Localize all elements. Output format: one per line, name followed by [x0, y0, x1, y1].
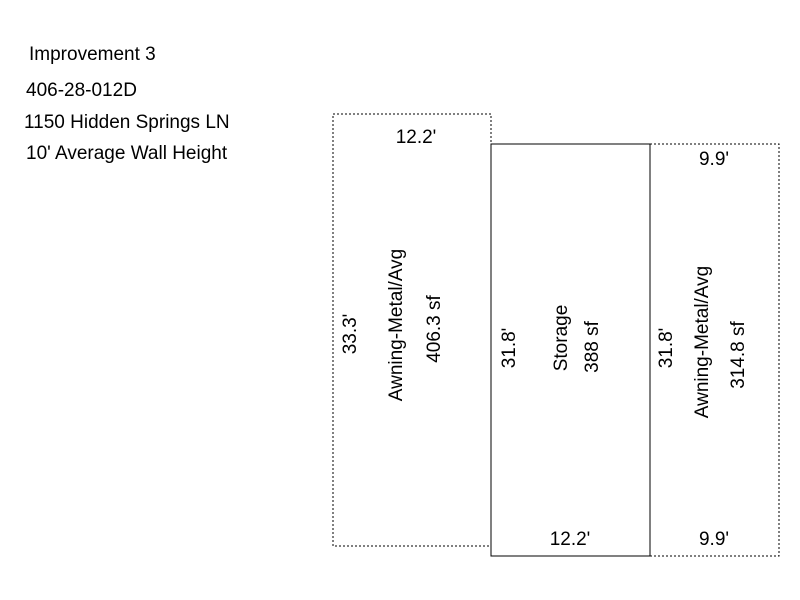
awning-right-bottom-dimension: 9.9' — [699, 529, 729, 550]
awning-right-area-value: 314.8 sf — [728, 320, 749, 388]
storage-bottom-dimension: 12.2' — [550, 529, 591, 550]
awning-right-top-dimension: 9.9' — [699, 149, 729, 170]
parcel-id: 406-28-012D — [26, 80, 137, 101]
storage-label: Storage — [551, 305, 572, 372]
awning-right-side-dimension: 31.8' — [656, 328, 677, 369]
awning-right-label: Awning-Metal/Avg — [692, 266, 713, 418]
awning-left-top-dimension: 12.2' — [396, 127, 437, 148]
awning-left-area-value: 406.3 sf — [424, 294, 445, 362]
storage-side-dimension: 31.8' — [499, 328, 520, 369]
address: 1150 Hidden Springs LN — [24, 112, 230, 133]
awning-left-side-dimension: 33.3' — [340, 314, 361, 355]
wall-height: 10' Average Wall Height — [26, 143, 228, 164]
awning-left-label: Awning-Metal/Avg — [386, 249, 407, 401]
storage-area-value: 388 sf — [582, 320, 603, 372]
awning-left-area: 12.2' 33.3' Awning-Metal/Avg 406.3 sf — [332, 113, 492, 547]
awning-right-area: 9.9' 9.9' 31.8' Awning-Metal/Avg 314.8 s… — [649, 143, 780, 557]
storage-area: 12.2' 31.8' Storage 388 sf — [490, 143, 651, 557]
awning-right-outline — [649, 143, 780, 557]
improvement-title: Improvement 3 — [29, 44, 156, 65]
